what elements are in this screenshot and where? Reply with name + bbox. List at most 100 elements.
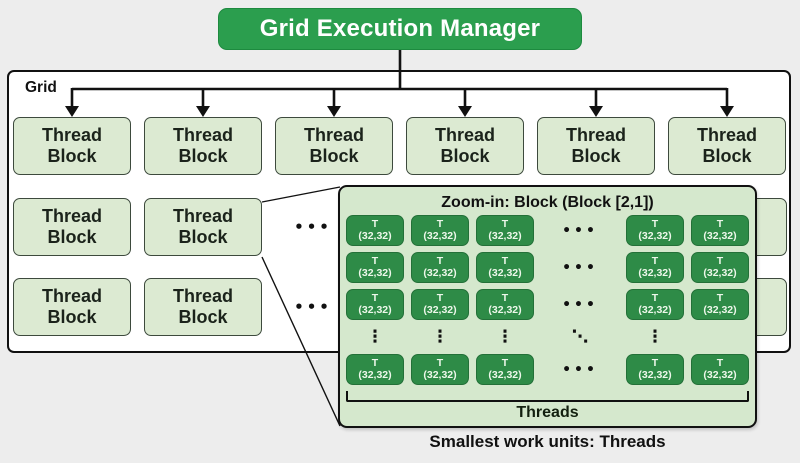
- thread-cell-label: T: [371, 357, 379, 369]
- thread-block-label: Thread Block: [303, 125, 364, 166]
- thread-cell-dims: (32,32): [638, 230, 672, 242]
- thread-cell: T (32,32): [691, 289, 749, 320]
- thread-cell: T (32,32): [346, 354, 404, 385]
- thread-block: Thread Block: [13, 198, 131, 256]
- thread-block-label: Thread Block: [565, 125, 626, 166]
- row-ellipsis: •••: [294, 218, 332, 236]
- thread-cell-dims: (32,32): [703, 267, 737, 279]
- thread-cell: T (32,32): [476, 289, 534, 320]
- thread-cell: T (32,32): [626, 289, 684, 320]
- diagonal-ellipsis: ⋱: [571, 327, 589, 347]
- thread-cell-dims: (32,32): [638, 304, 672, 316]
- thread-block-label: Thread Block: [434, 125, 495, 166]
- column-ellipsis: •••: [562, 259, 598, 276]
- thread-cell: T (32,32): [346, 289, 404, 320]
- thread-block-row-2: Thread Block Thread Block •••: [13, 198, 341, 256]
- thread-cell-dims: (32,32): [703, 369, 737, 381]
- thread-cell-row: T (32,32) T (32,32) T (32,32) ••• T (32,…: [346, 252, 749, 283]
- vertical-ellipsis: ⋮: [496, 327, 514, 347]
- header-title: Grid Execution Manager: [259, 15, 541, 42]
- thread-cell: T (32,32): [626, 252, 684, 283]
- thread-cell-dims: (32,32): [638, 267, 672, 279]
- thread-block: Thread Block: [13, 278, 131, 336]
- thread-block-label: Thread Block: [41, 206, 102, 247]
- thread-cell-dims: (32,32): [423, 369, 457, 381]
- thread-cell-dims: (32,32): [358, 267, 392, 279]
- thread-cell: T (32,32): [626, 215, 684, 246]
- thread-cell: T (32,32): [411, 354, 469, 385]
- thread-cell: T (32,32): [411, 252, 469, 283]
- zoom-panel: Zoom-in: Block (Block [2,1]) T (32,32) T…: [338, 185, 757, 428]
- thread-block: Thread Block: [144, 198, 262, 256]
- thread-cell-label: T: [501, 292, 509, 304]
- threads-bracket: [346, 391, 749, 402]
- vertical-ellipsis: ⋮: [431, 327, 449, 347]
- thread-cell-label: T: [371, 255, 379, 267]
- threads-label: Threads: [516, 404, 579, 421]
- thread-cell-row: T (32,32) T (32,32) T (32,32) ••• T (32,…: [346, 215, 749, 246]
- thread-cell-row: T (32,32) T (32,32) T (32,32) ••• T (32,…: [346, 289, 749, 320]
- column-ellipsis: •••: [562, 222, 598, 239]
- thread-cell-label: T: [716, 255, 724, 267]
- caption: Smallest work units: Threads: [429, 432, 666, 451]
- thread-block: Thread Block: [275, 117, 393, 175]
- thread-cell-label: T: [436, 292, 444, 304]
- thread-cell-label: T: [371, 292, 379, 304]
- thread-cell-dims: (32,32): [358, 369, 392, 381]
- thread-block-label: Thread Block: [172, 286, 233, 327]
- thread-cell-dims: (32,32): [423, 304, 457, 316]
- thread-cell-label: T: [651, 255, 659, 267]
- thread-cell-label: T: [436, 218, 444, 230]
- thread-cell: T (32,32): [626, 354, 684, 385]
- thread-block: Thread Block: [13, 117, 131, 175]
- thread-cell: T (32,32): [476, 252, 534, 283]
- thread-cell-dims: (32,32): [703, 230, 737, 242]
- thread-cell-dims: (32,32): [638, 369, 672, 381]
- vertical-ellipsis: ⋮: [366, 327, 384, 347]
- thread-cell-row: T (32,32) T (32,32) T (32,32) ••• T (32,…: [346, 354, 749, 385]
- thread-cell-label: T: [716, 292, 724, 304]
- thread-block-label: Thread Block: [172, 125, 233, 166]
- grid-label: Grid: [25, 79, 57, 96]
- thread-cell: T (32,32): [346, 215, 404, 246]
- thread-cell: T (32,32): [346, 252, 404, 283]
- thread-block: Thread Block: [668, 117, 786, 175]
- thread-cell-dims: (32,32): [358, 230, 392, 242]
- thread-cell-dims: (32,32): [703, 304, 737, 316]
- thread-block-label: Thread Block: [41, 125, 102, 166]
- thread-cell-dims: (32,32): [488, 267, 522, 279]
- column-ellipsis: •••: [562, 361, 598, 378]
- header-title-box: Grid Execution Manager: [218, 8, 582, 50]
- thread-block-label: Thread Block: [696, 125, 757, 166]
- thread-block: Thread Block: [537, 117, 655, 175]
- thread-cell: T (32,32): [691, 354, 749, 385]
- thread-cell-label: T: [501, 255, 509, 267]
- thread-cell-dims: (32,32): [358, 304, 392, 316]
- thread-cell-dims: (32,32): [488, 304, 522, 316]
- thread-cell-label: T: [436, 357, 444, 369]
- thread-cell: T (32,32): [691, 215, 749, 246]
- thread-cell-dims: (32,32): [423, 230, 457, 242]
- thread-block: Thread Block: [406, 117, 524, 175]
- thread-cell: T (32,32): [691, 252, 749, 283]
- column-ellipsis: •••: [562, 296, 598, 313]
- thread-block-row-1: Thread Block Thread Block Thread Block T…: [13, 117, 786, 175]
- thread-cell: T (32,32): [476, 215, 534, 246]
- thread-cell-dims: (32,32): [488, 369, 522, 381]
- thread-cell-dims: (32,32): [423, 267, 457, 279]
- thread-cell-grid: T (32,32) T (32,32) T (32,32) ••• T (32,…: [346, 215, 749, 385]
- thread-cell-label: T: [651, 357, 659, 369]
- thread-cell: T (32,32): [411, 289, 469, 320]
- zoom-panel-title: Zoom-in: Block (Block [2,1]): [441, 194, 654, 211]
- thread-cell-label: T: [651, 218, 659, 230]
- thread-cell: T (32,32): [476, 354, 534, 385]
- thread-cell: T (32,32): [411, 215, 469, 246]
- thread-block-label: Thread Block: [41, 286, 102, 327]
- thread-cell-dims: (32,32): [488, 230, 522, 242]
- thread-cell-label: T: [716, 218, 724, 230]
- vertical-ellipsis: ⋮: [646, 327, 664, 347]
- thread-block: Thread Block: [144, 278, 262, 336]
- thread-cell-label: T: [436, 255, 444, 267]
- thread-cell-label: T: [501, 357, 509, 369]
- vertical-ellipsis-row: ⋮ ⋮ ⋮ ⋱ ⋮: [346, 326, 749, 349]
